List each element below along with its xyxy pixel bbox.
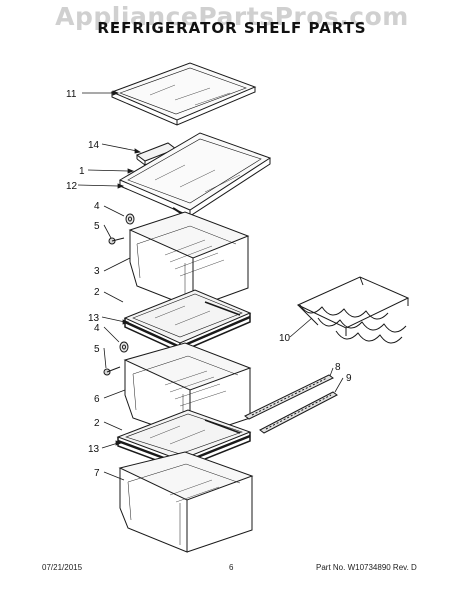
part-5-screw-lower[interactable] xyxy=(103,366,121,376)
part-4-roller-upper[interactable] xyxy=(125,213,135,225)
callout-13-upper: 13 xyxy=(88,313,100,324)
footer-date: 07/21/2015 xyxy=(42,563,83,572)
callout-9: 9 xyxy=(346,373,352,384)
part-9-slide-rail[interactable] xyxy=(259,391,338,434)
footer-part-number: Part No. W10734890 Rev. D xyxy=(316,563,417,572)
part-4-roller-lower[interactable] xyxy=(119,341,129,353)
callout-12: 12 xyxy=(66,181,78,192)
part-11-glass-shelf[interactable] xyxy=(110,62,257,126)
watermark: AppliancePartsPros.com xyxy=(55,2,409,31)
callout-2-upper: 2 xyxy=(94,287,100,298)
callout-4-upper: 4 xyxy=(94,201,100,212)
callout-7: 7 xyxy=(94,468,100,479)
footer-page-number: 6 xyxy=(229,563,234,572)
page-title: REFRIGERATOR SHELF PARTS xyxy=(97,19,367,37)
part-3-crisper-drawer[interactable] xyxy=(128,211,250,309)
callout-6: 6 xyxy=(94,394,100,405)
part-7-crisper-drawer[interactable] xyxy=(118,451,254,553)
callout-5-lower: 5 xyxy=(94,344,100,355)
part-6-crisper-drawer[interactable] xyxy=(123,342,252,439)
callout-10: 10 xyxy=(279,333,291,344)
callout-8: 8 xyxy=(335,362,341,373)
part-10-wine-rack[interactable] xyxy=(296,276,410,344)
callout-5-upper: 5 xyxy=(94,221,100,232)
callout-3: 3 xyxy=(94,266,100,277)
leader-lines xyxy=(77,90,344,481)
part-5-screw-upper[interactable] xyxy=(108,237,125,245)
part-8-slide-rail[interactable] xyxy=(244,374,334,420)
callout-11: 11 xyxy=(66,89,77,100)
part-1-glass-shelf[interactable] xyxy=(118,132,272,211)
callout-2-lower: 2 xyxy=(94,418,100,429)
callout-1: 1 xyxy=(79,166,85,177)
callout-13-lower: 13 xyxy=(88,444,100,455)
callout-14: 14 xyxy=(88,140,100,151)
callout-4-lower: 4 xyxy=(94,323,100,334)
callout-labels: 11 14 1 12 4 5 3 2 13 4 5 6 2 13 7 10 8 … xyxy=(66,89,352,479)
